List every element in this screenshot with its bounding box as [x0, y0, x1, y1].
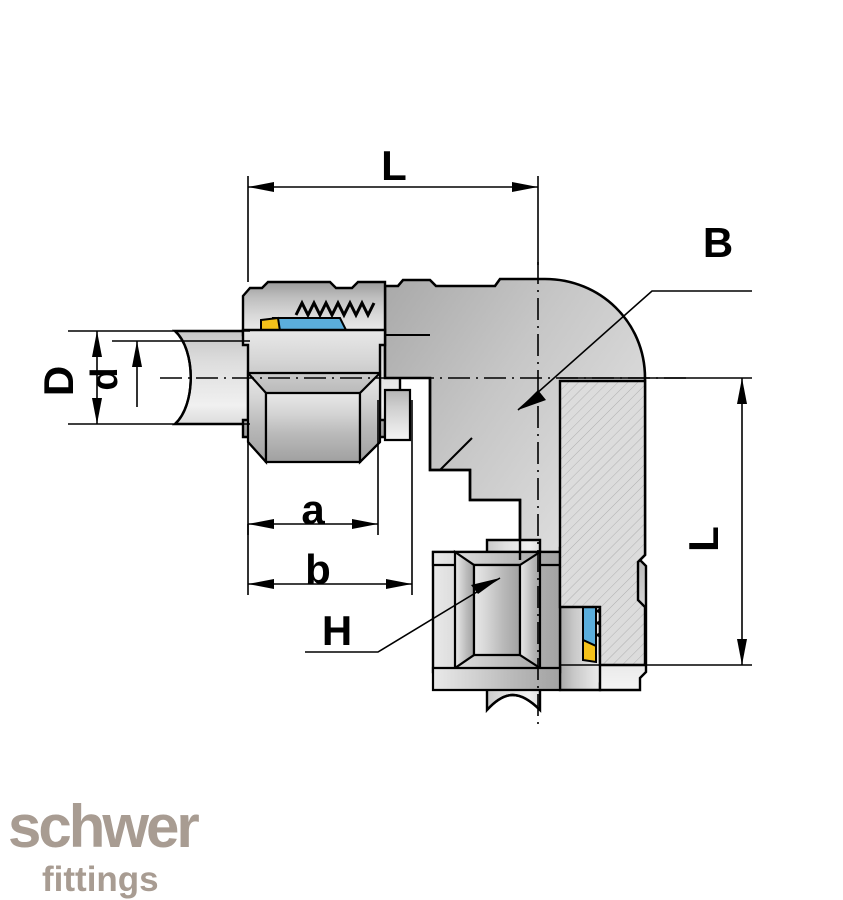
label-B: B	[703, 219, 733, 266]
dimension-b	[247, 400, 413, 595]
horizontal-seal-assembly	[260, 316, 348, 332]
logo-brand-text: schwer	[8, 793, 199, 860]
dimension-text-group: L L D d a b B H	[35, 142, 733, 654]
schwer-fittings-logo: schwer fittings	[8, 793, 202, 899]
label-b: b	[305, 546, 331, 593]
leader-H	[305, 577, 501, 653]
label-a: a	[301, 486, 325, 533]
vertical-union-nut	[431, 549, 562, 692]
fitting-assembly	[160, 262, 690, 730]
label-H: H	[322, 607, 352, 654]
dimension-a	[247, 400, 379, 535]
internal-bore-lines	[385, 334, 522, 560]
label-D: D	[35, 366, 82, 396]
dimension-d	[112, 340, 250, 407]
horizontal-thread-profile	[294, 299, 376, 319]
dimension-D	[68, 330, 250, 425]
label-L-horizontal: L	[381, 142, 407, 189]
section-hatch-area	[558, 379, 647, 667]
logo-tagline-text: fittings	[42, 860, 159, 899]
dimension-L-horizontal	[247, 176, 539, 282]
label-d: d	[84, 367, 126, 390]
label-L-vertical: L	[680, 526, 727, 552]
dimension-annotations	[68, 176, 752, 666]
horizontal-union-nut	[241, 328, 412, 465]
leader-B	[517, 290, 752, 411]
dimension-L-vertical	[560, 377, 752, 666]
